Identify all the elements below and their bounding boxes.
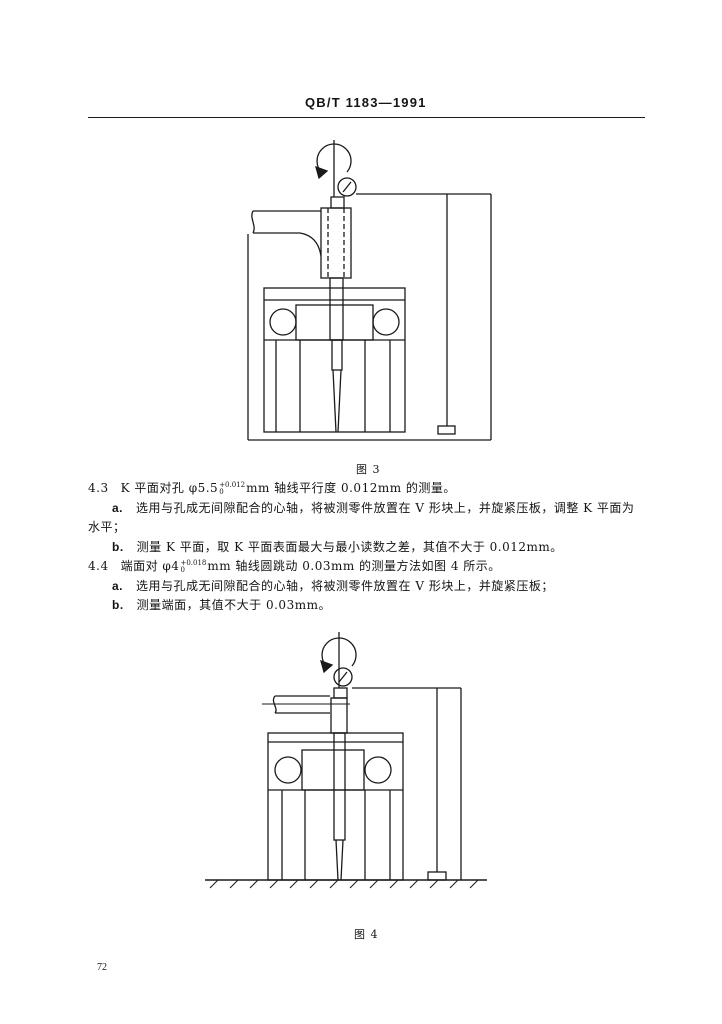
indicator-stand-base [427, 871, 447, 881]
clamp-screw-left [274, 756, 302, 784]
spindle-body [330, 697, 348, 734]
dial-indicator-needle [338, 671, 348, 683]
item-text: 测量端面，其值不大于 0.03mm。 [136, 598, 331, 612]
mandrel-upper [329, 277, 344, 341]
ground-hatching [209, 879, 479, 889]
list-item: b. 测量端面，其值不大于 0.03mm。 [88, 596, 644, 616]
mandrel-upper [333, 732, 346, 841]
rotation-arrow [321, 637, 357, 668]
clause-text-pre: K 平面对孔 φ5.5 [120, 481, 219, 495]
tolerance-lower: 0 [219, 488, 224, 496]
item-text: 测量 K 平面，取 K 平面表面最大与最小读数之差，其值不大于 0.012mm。 [136, 539, 563, 554]
rotation-arrowhead [315, 165, 329, 180]
item-text: 选用与孔成无间隙配合的心轴，将被测零件放置在 V 形块上，并旋紧压板，调整 K … [88, 500, 635, 535]
list-item: b. 测量 K 平面，取 K 平面表面最大与最小读数之差，其值不大于 0.012m… [88, 538, 644, 558]
spindle-cap [333, 687, 348, 699]
header-rule [88, 117, 645, 118]
standard-code-header: QB/T 1183—1991 [305, 95, 427, 110]
mandrel-tip [335, 839, 344, 881]
figure-3-caption: 图 3 [356, 463, 381, 476]
clause-text-pre: 端面对 φ4 [120, 559, 180, 573]
clamp-screw-left [269, 308, 297, 336]
dial-indicator-needle [342, 181, 352, 193]
tolerance-upper: +0.012 [219, 481, 246, 489]
spindle-cap [330, 196, 345, 209]
figure-3-drawing [247, 140, 492, 441]
item-label: b. [112, 598, 124, 612]
clamp-screw-right [364, 756, 392, 784]
item-label: b. [112, 539, 124, 554]
clamp-arm [272, 695, 330, 714]
clamp-screw-right [372, 308, 400, 336]
figure-4-drawing [205, 632, 487, 889]
item-text: 选用与孔成无间隙配合的心轴，将被测零件放置在 V 形块上，并旋紧压板； [136, 578, 554, 593]
dial-indicator [333, 667, 353, 687]
list-item: a.选用与孔成无间隙配合的心轴，将被测零件放置在 V 形块上，并旋紧压板，调整 … [88, 499, 644, 538]
pressure-plate [301, 749, 365, 791]
clause-text-post: mm 轴线圆跳动 0.03mm 的测量方法如图 4 所示。 [207, 559, 501, 573]
rotation-arrowhead [320, 659, 334, 674]
page-number: 72 [97, 962, 107, 973]
mandrel-lower [331, 339, 343, 371]
rotation-arrow [316, 143, 352, 174]
item-label: a. [112, 500, 124, 515]
clause-text-post: mm 轴线平行度 0.012mm 的测量。 [246, 481, 456, 495]
clamp-arm [251, 210, 322, 257]
mandrel-tip [332, 369, 342, 433]
item-label: a. [112, 578, 124, 593]
clause-number: 4.4 [88, 559, 109, 573]
list-item: a. 选用与孔成无间隙配合的心轴，将被测零件放置在 V 形块上，并旋紧压板； [88, 577, 644, 597]
figure-4-caption: 图 4 [354, 928, 379, 941]
tolerance-lower: 0 [180, 566, 185, 574]
spindle-body [320, 207, 352, 279]
tolerance-upper: +0.018 [180, 559, 207, 567]
clause-number: 4.3 [88, 481, 109, 495]
v-block-body [267, 732, 404, 881]
dial-indicator [337, 177, 357, 197]
v-block-body [263, 287, 406, 433]
pressure-plate [295, 304, 374, 341]
indicator-stand-base [437, 425, 456, 435]
